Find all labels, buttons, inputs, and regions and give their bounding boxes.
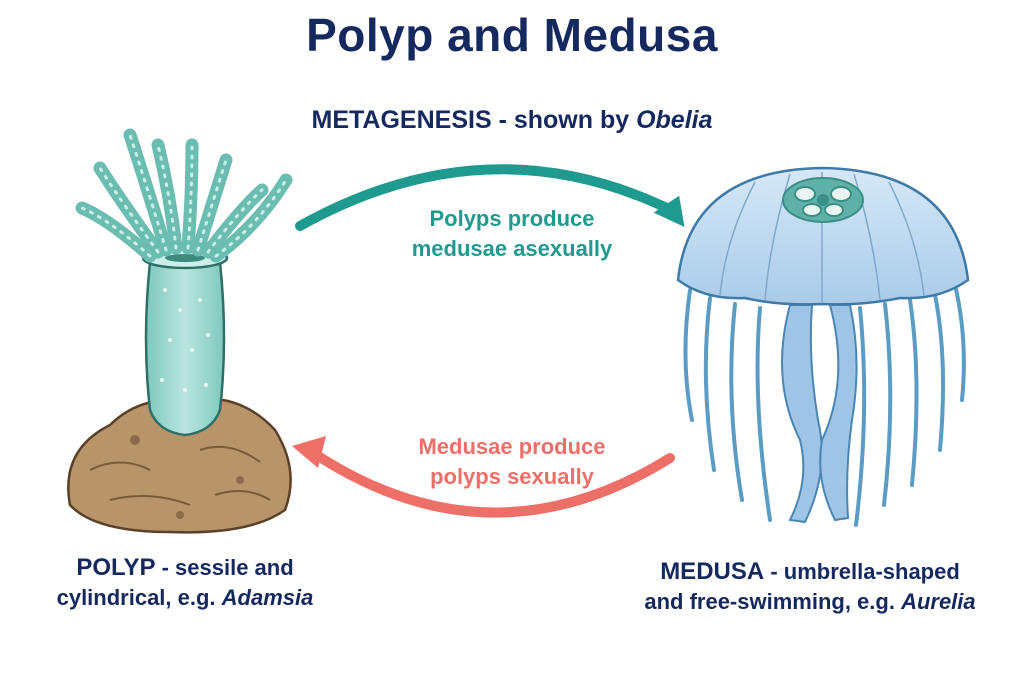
medusa-desc1: - umbrella-shaped — [764, 559, 960, 584]
arrow-label-sexual-line2: polyps sexually — [430, 464, 594, 489]
subtitle-term: METAGENESIS — [311, 106, 492, 134]
polyp-desc1: - sessile and — [155, 555, 294, 580]
polyp-caption: POLYP - sessile and cylindrical, e.g. Ad… — [20, 553, 350, 613]
medusa-term: MEDUSA — [660, 558, 765, 585]
oral-arm — [781, 304, 823, 524]
arrow-sexual — [292, 436, 675, 518]
gonad-rosette — [782, 177, 864, 223]
medusa-desc2: and free-swimming, e.g. — [644, 589, 902, 614]
medusa-illustration — [676, 166, 970, 527]
arrow-asexual — [295, 164, 685, 231]
subtitle-rest: - shown by — [491, 106, 637, 134]
arrow-label-asexual: Polyps produce medusae asexually — [362, 204, 662, 264]
subtitle: METAGENESIS - shown by Obelia — [0, 106, 1024, 135]
page-title: Polyp and Medusa — [306, 9, 718, 61]
polyp-illustration — [67, 128, 293, 534]
polyp-example: Adamsia — [221, 585, 314, 610]
polyp-desc2: cylindrical, e.g. — [56, 585, 222, 610]
polyp-stalk — [144, 260, 226, 437]
medusa-bell — [676, 166, 970, 306]
arrow-label-sexual-line1: Medusae produce — [418, 434, 606, 459]
subtitle-example: Obelia — [636, 106, 713, 134]
arrow-label-sexual: Medusae produce polyps sexually — [362, 432, 662, 492]
arrow-label-asexual-line2: medusae asexually — [411, 236, 613, 261]
polyp-term: POLYP — [76, 554, 156, 581]
medusa-example: Aurelia — [901, 589, 976, 614]
rock — [67, 397, 292, 534]
arrow-label-asexual-line1: Polyps produce — [429, 206, 595, 231]
medusa-caption: MEDUSA - umbrella-shaped and free-swimmi… — [610, 557, 1010, 617]
oral-arm — [819, 304, 858, 522]
